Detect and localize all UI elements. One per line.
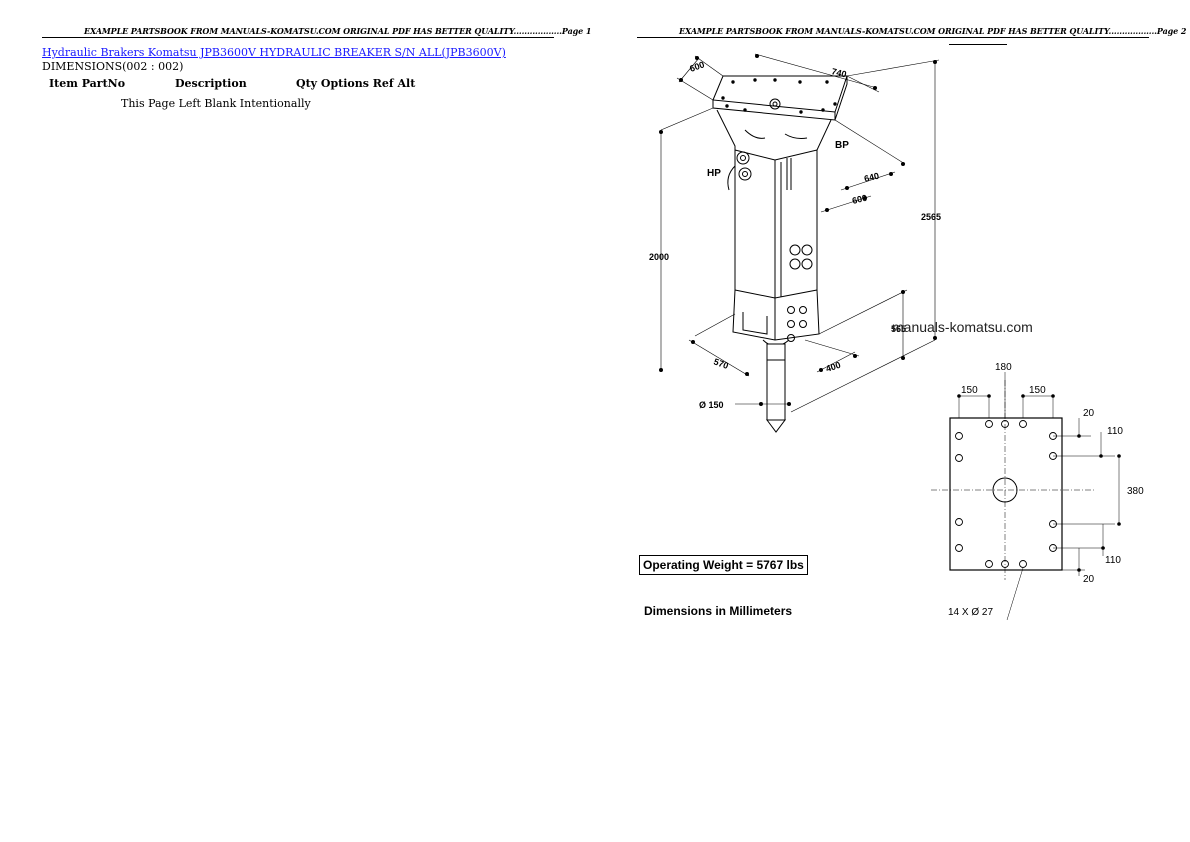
plate-dim-180: 180 [995, 362, 1012, 373]
dim-640: 640 [863, 171, 880, 184]
watermark-text: manuals-komatsu.com [892, 319, 1033, 335]
plate-dim-150-left: 150 [961, 385, 978, 396]
plate-dim-110-bottom: 110 [1105, 555, 1121, 566]
plate-dim-380: 380 [1127, 486, 1144, 497]
label-bp: BP [835, 140, 849, 151]
column-header-qty-options: Qty Options Ref Alt [296, 77, 416, 90]
blank-page-note: This Page Left Blank Intentionally [121, 97, 311, 110]
plate-dim-20-top: 20 [1083, 408, 1095, 419]
page-2: EXAMPLE PARTSBOOK FROM MANUALS-KOMATSU.C… [595, 0, 1190, 842]
page-1: EXAMPLE PARTSBOOK FROM MANUALS-KOMATSU.C… [42, 26, 592, 110]
breaker-drawing: 600 740 BP HP 640 600 2565 2000 565 570 … [649, 53, 1144, 621]
dim-dia-150: Ø 150 [699, 400, 724, 410]
header-rule [42, 37, 554, 38]
dim-400: 400 [825, 360, 842, 374]
page-1-header: EXAMPLE PARTSBOOK FROM MANUALS-KOMATSU.C… [84, 26, 591, 36]
section-subtitle: DIMENSIONS(002 : 002) [42, 60, 184, 73]
dim-2565: 2565 [921, 212, 941, 222]
operating-weight-box: Operating Weight = 5767 lbs [639, 555, 808, 575]
header-text: EXAMPLE PARTSBOOK FROM MANUALS-KOMATSU.C… [679, 26, 1157, 36]
label-hp: HP [707, 168, 721, 179]
plate-dim-150-right: 150 [1029, 385, 1046, 396]
column-header-description: Description [175, 77, 247, 90]
catalog-title-link[interactable]: Hydraulic Brakers Komatsu JPB3600V HYDRA… [42, 46, 506, 59]
plate-dim-20-bottom: 20 [1083, 574, 1095, 585]
page-2-header: EXAMPLE PARTSBOOK FROM MANUALS-KOMATSU.C… [679, 26, 1186, 36]
dimensions-unit-label: Dimensions in Millimeters [644, 604, 793, 618]
dim-740: 740 [831, 66, 848, 79]
dim-600-top: 600 [688, 59, 706, 74]
page-number: Page 2 [1156, 26, 1187, 36]
header-short-rule [949, 44, 1007, 45]
page-number: Page 1 [561, 26, 592, 36]
dim-570: 570 [712, 356, 730, 371]
plate-dim-110-top: 110 [1107, 426, 1123, 437]
header-rule [637, 37, 1149, 38]
header-text: EXAMPLE PARTSBOOK FROM MANUALS-KOMATSU.C… [84, 26, 562, 36]
bolt-hole-note: 14 X Ø 27 [948, 607, 994, 618]
dim-565: 565 [891, 324, 906, 334]
dim-2000: 2000 [649, 252, 669, 262]
column-header-item-partno: Item PartNo [49, 77, 126, 90]
dim-600-side: 600 [851, 193, 868, 206]
